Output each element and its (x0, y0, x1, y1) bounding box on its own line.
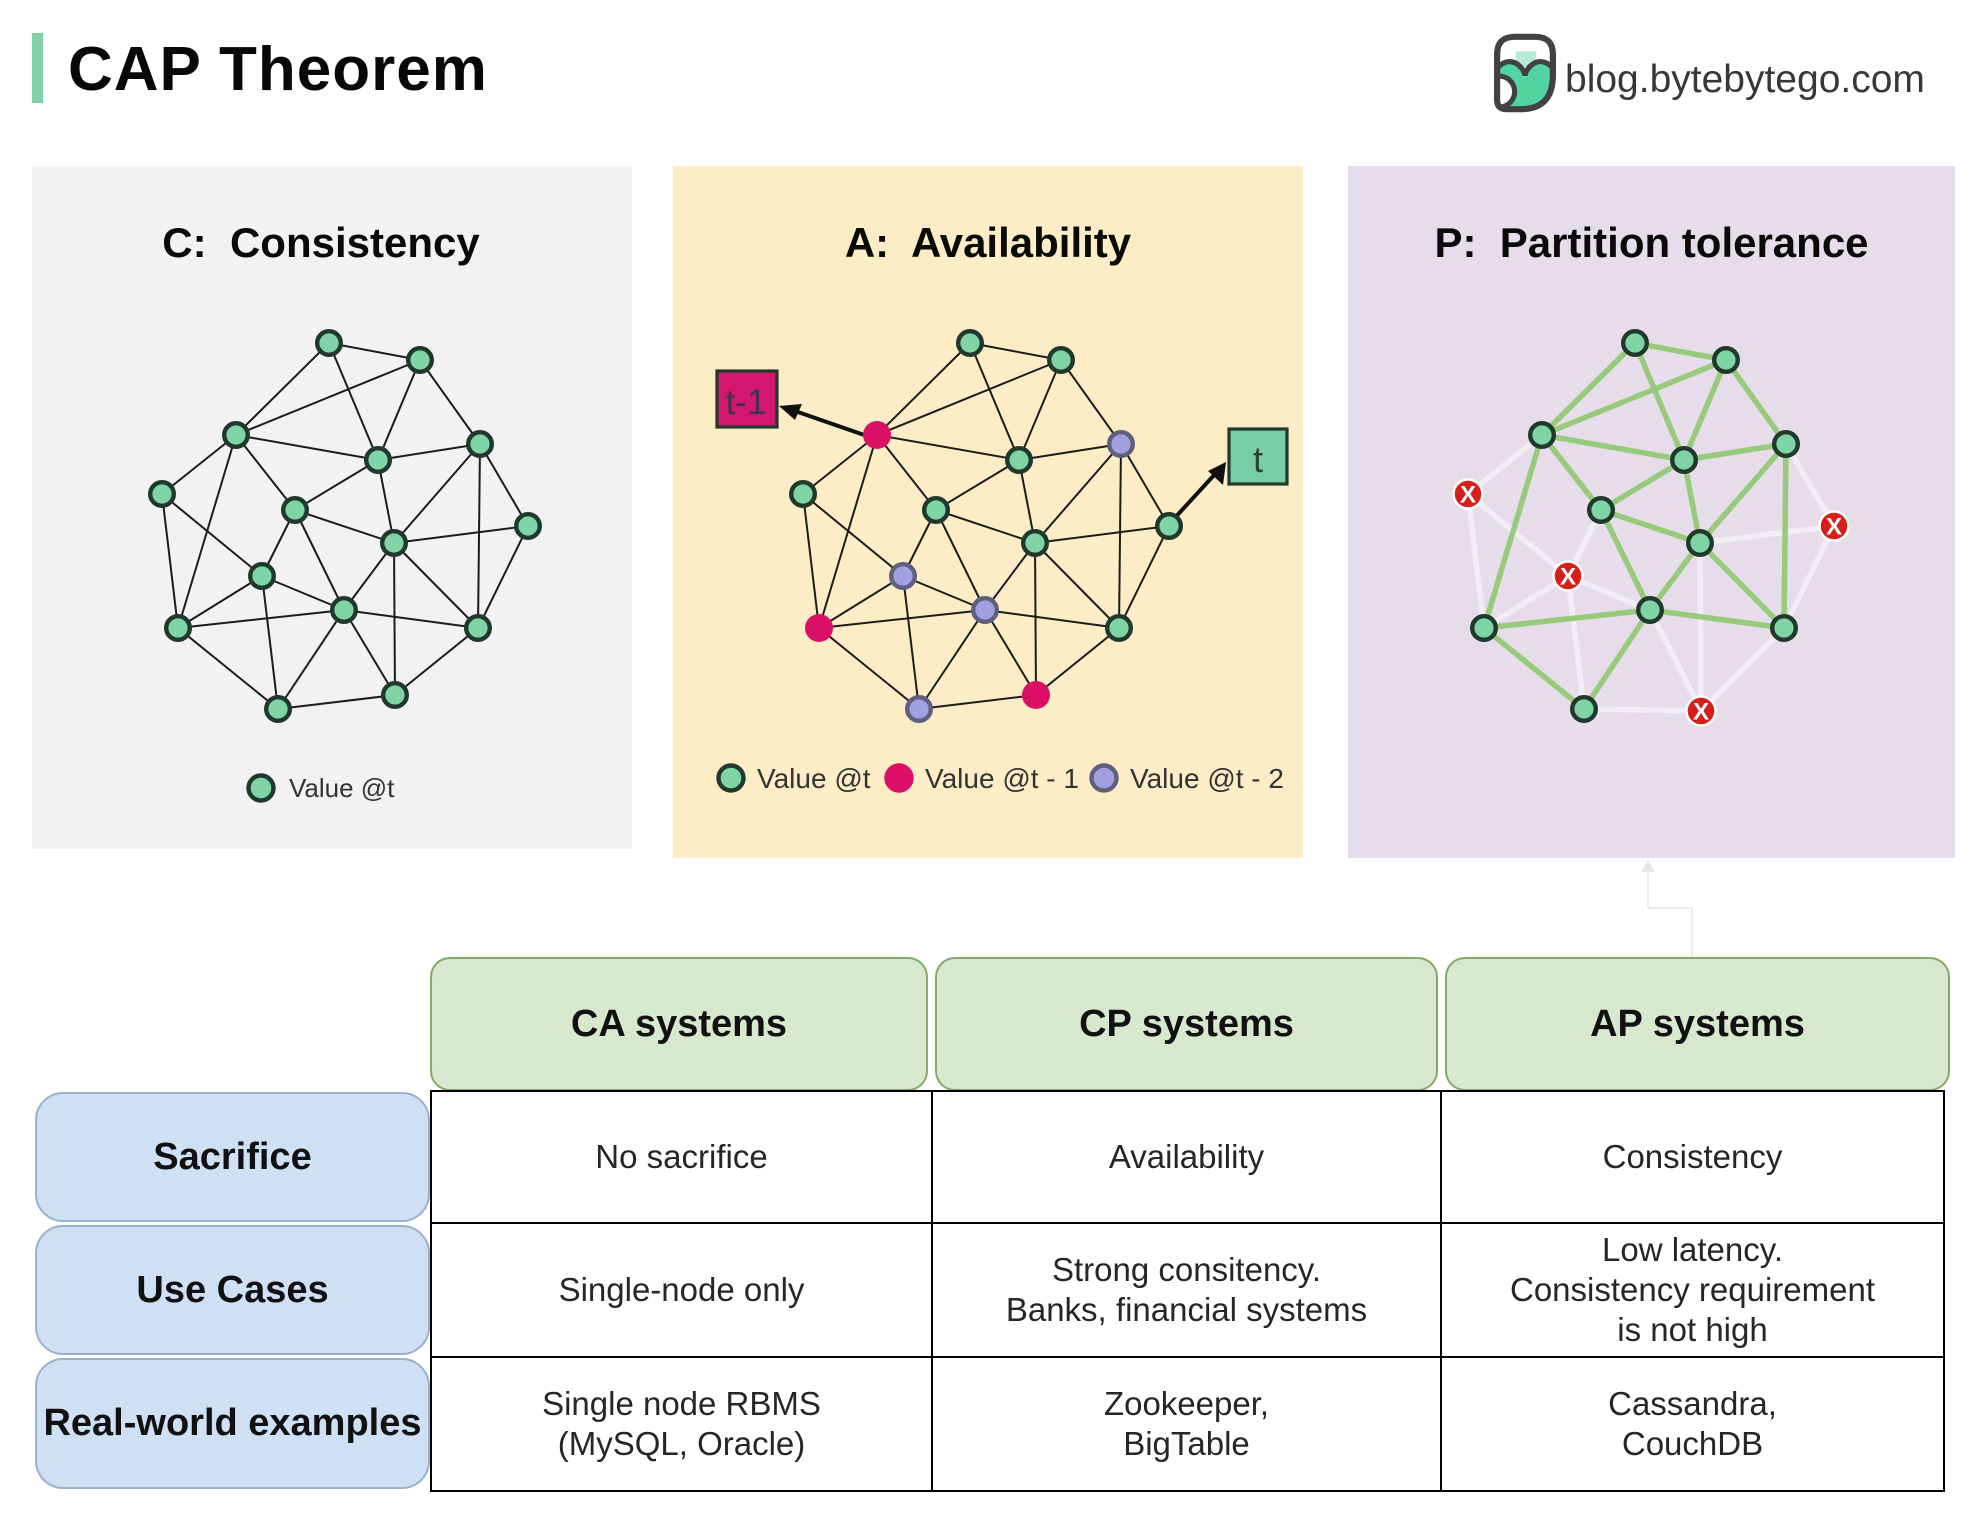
svg-text:X: X (1693, 699, 1709, 726)
svg-text:X: X (1460, 482, 1476, 509)
svg-text:X: X (1560, 564, 1576, 591)
svg-text:Value @t - 1: Value @t - 1 (925, 763, 1079, 794)
svg-text:Value @t: Value @t (289, 773, 395, 803)
svg-text:t: t (1253, 439, 1263, 480)
svg-text:Value @t - 2: Value @t - 2 (1130, 763, 1284, 794)
svg-text:t-1: t-1 (726, 383, 767, 422)
svg-text:Value @t: Value @t (757, 763, 871, 794)
svg-text:X: X (1826, 514, 1842, 541)
